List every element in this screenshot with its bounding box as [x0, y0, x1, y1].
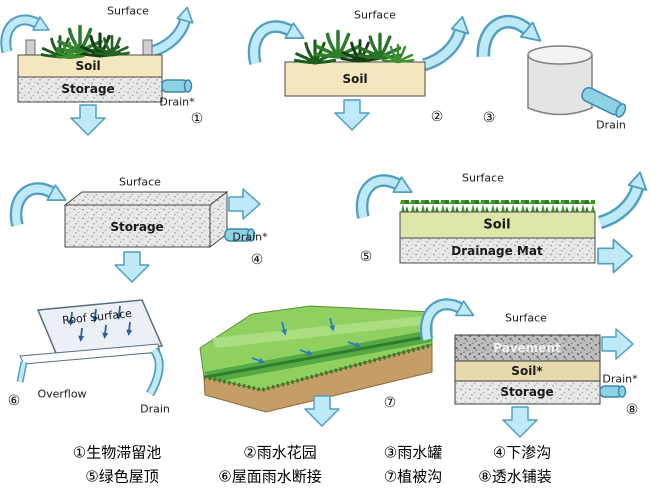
overflow-arrow-icon: [600, 173, 646, 223]
surface-label: Surface: [462, 171, 504, 185]
surface-label: Surface: [107, 4, 149, 18]
storage-front-face: [64, 204, 211, 248]
panel-rain-barrel-graphic: [482, 14, 627, 118]
soil-layer: [284, 61, 426, 97]
panel-green-roof-graphic: [362, 173, 646, 274]
inflow-arrow-icon: [254, 23, 304, 63]
grass-fringe: [203, 343, 433, 393]
drain-pipe: [599, 385, 627, 398]
caption-rain-garden: ②雨水花园: [243, 443, 317, 462]
panel-number: ④: [250, 252, 264, 268]
drain-label: Drain*: [232, 230, 268, 244]
drainage-mat-layer: [399, 237, 596, 264]
infiltration-arrow-icon: [70, 104, 106, 136]
storage-layer: [17, 76, 163, 103]
overflow-label: Overflow: [37, 387, 87, 401]
drain-label: Drain*: [602, 372, 638, 386]
outflow-arrow-icon: [228, 188, 261, 220]
grass-layer: [400, 200, 595, 212]
plants-icon: [293, 29, 415, 65]
panel-rain-garden-graphic: [254, 17, 468, 131]
pavement-layer-label: Pavement: [493, 341, 561, 355]
panel-number: ③: [482, 110, 496, 126]
drainage-mat-label: Drainage Mat: [451, 244, 543, 258]
storage-layer-label: Storage: [61, 82, 115, 96]
outflow-arrow-icon: [597, 238, 633, 274]
storage-layer-label: Storage: [110, 220, 164, 234]
caption-rain-barrel: ③雨水罐: [383, 443, 443, 462]
drain-pipe: [224, 228, 256, 242]
caption-green-roof: ⑤绿色屋顶: [85, 467, 159, 486]
roof-plane: [36, 299, 164, 359]
panel-roof-disconnection-graphic: [16, 299, 164, 397]
drain-label: Drain: [140, 402, 170, 416]
drain-pipe: [581, 86, 627, 118]
overflow-arrow-icon: [152, 7, 193, 51]
infiltration-arrow-icon: [114, 251, 150, 283]
caption-permeable-pavement: ⑧透水铺装: [478, 467, 552, 486]
panel-number: ⑥: [7, 393, 21, 409]
caption-vegetated-swale: ⑦植被沟: [383, 467, 443, 486]
inflow-arrow-icon: [16, 185, 66, 225]
storage-layer-label: Storage: [500, 385, 554, 399]
panel-number: ⑧: [625, 402, 639, 418]
plants-icon: [40, 24, 130, 60]
soil-layer-label: Soil*: [511, 364, 543, 378]
caption-roof-disconnection: ⑥屋面雨水断接: [218, 467, 322, 486]
panel-number: ⑦: [383, 395, 397, 411]
caption-infiltration-trench: ④下渗沟: [492, 443, 552, 462]
riser-post: [142, 39, 153, 58]
soil-layer-label: Soil: [342, 72, 368, 86]
barrel-lid: [527, 45, 593, 65]
drain-label: Drain: [596, 118, 626, 132]
riser-post: [25, 39, 36, 58]
outflow-arrow-icon: [601, 328, 634, 360]
panel-bioretention-graphic: [6, 7, 193, 136]
caption-bioretention: ①生物滞留池: [72, 443, 162, 462]
panel-number: ②: [430, 109, 444, 125]
surface-label: Surface: [119, 175, 161, 189]
storage-top-face: [63, 191, 229, 206]
soil-layer-label: Soil: [75, 59, 101, 73]
panel-number: ⑤: [359, 249, 373, 265]
barrel-body: [527, 55, 593, 116]
surface-label: Surface: [505, 311, 547, 325]
inflow-arrow-icon: [426, 301, 474, 340]
panel-vegetated-swale-graphic: [199, 305, 433, 427]
upper-bank: [212, 316, 430, 348]
infiltration-arrow-icon: [502, 406, 538, 438]
soil-layer-label: Soil: [483, 217, 511, 233]
overflow-arrow-icon: [424, 17, 468, 65]
surface-label: Surface: [354, 8, 396, 22]
drain-label: Drain*: [159, 95, 195, 109]
panel-permeable-pavement-graphic: [426, 301, 634, 438]
panel-infiltration-trench-graphic: [16, 185, 261, 283]
panel-number: ①: [190, 111, 204, 127]
infiltration-arrow-icon: [334, 99, 370, 131]
